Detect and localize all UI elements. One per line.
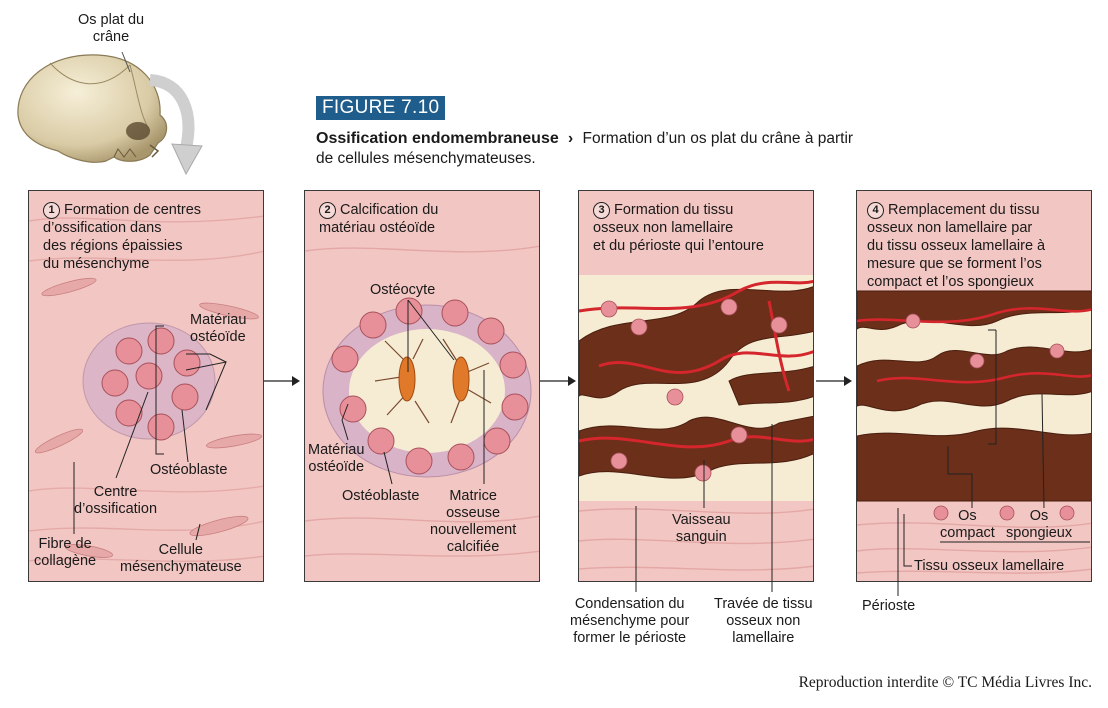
- panel-3-step-text: Formation du tissu osseux non lamellaire…: [593, 202, 764, 254]
- figure-title: Ossification endomembraneuse: [316, 130, 559, 147]
- right-arrow-icon: [540, 376, 576, 386]
- panel-3-illustration: [579, 275, 813, 571]
- panel-3-number: 3: [593, 202, 610, 219]
- curved-arrow-icon: [121, 52, 203, 176]
- label-condensation-mesenchyme: Condensation du mésenchyme pour former l…: [570, 596, 690, 646]
- panel-4-step-text: Remplacement du tissu osseux non lamella…: [867, 202, 1046, 290]
- panel-4-number: 4: [867, 202, 884, 219]
- label-materiau-osteoide-2: Matériau ostéoïde: [308, 442, 365, 475]
- panel-4-illustration: [857, 290, 1091, 574]
- panel-1-step-text: Formation de centres d’ossification dans…: [43, 202, 202, 272]
- label-osteoblaste-2: Ostéoblaste: [342, 488, 420, 504]
- label-osteocyte: Ostéocyte: [370, 282, 436, 298]
- label-os-spongieux: Os spongieux: [1006, 508, 1073, 541]
- label-osteoblaste-1: Ostéoblaste: [150, 462, 228, 478]
- right-arrow-icon: [816, 376, 852, 386]
- label-perioste: Périoste: [862, 598, 916, 614]
- label-vaisseau-sanguin: Vaisseau sanguin: [672, 512, 731, 545]
- label-fibre-collagene: Fibre de collagène: [34, 536, 97, 569]
- panel-2-illustration: [305, 245, 539, 557]
- figure-caption: Ossification endomembraneuse › Formation…: [316, 129, 976, 169]
- label-materiau-osteoide-1: Matériau ostéoïde: [190, 312, 247, 345]
- figure-description-line1: Formation d’un os plat du crâne à partir: [582, 130, 854, 147]
- label-os-compact: Os compact: [940, 508, 995, 541]
- skull-illustration: [10, 45, 220, 175]
- panel-1-number: 1: [43, 202, 60, 219]
- label-cellule-mesenchymateuse: Cellule mésenchymateuse: [120, 542, 242, 575]
- copyright-credit: Reproduction interdite © TC Média Livres…: [798, 674, 1092, 691]
- figure-badge: FIGURE 7.10: [316, 96, 446, 120]
- label-centre-ossification: Centre d’ossification: [74, 484, 158, 517]
- panel-2-number: 2: [319, 202, 336, 219]
- figure-description-line2: de cellules mésenchymateuses.: [316, 150, 536, 167]
- label-travee-tissu-osseux: Travée de tissu osseux non lamellaire: [714, 596, 813, 646]
- label-tissu-osseux-lamellaire: Tissu osseux lamellaire: [914, 558, 1065, 574]
- skull-icon: [17, 54, 168, 163]
- panel-2-step-text: Calcification du matériau ostéoïde: [319, 202, 439, 236]
- caption-separator: ›: [568, 130, 574, 147]
- right-arrow-icon: [264, 376, 300, 386]
- label-matrice-osseuse: Matrice osseuse nouvellement calcifiée: [430, 488, 517, 555]
- skull-label: Os plat du crâne: [78, 12, 145, 45]
